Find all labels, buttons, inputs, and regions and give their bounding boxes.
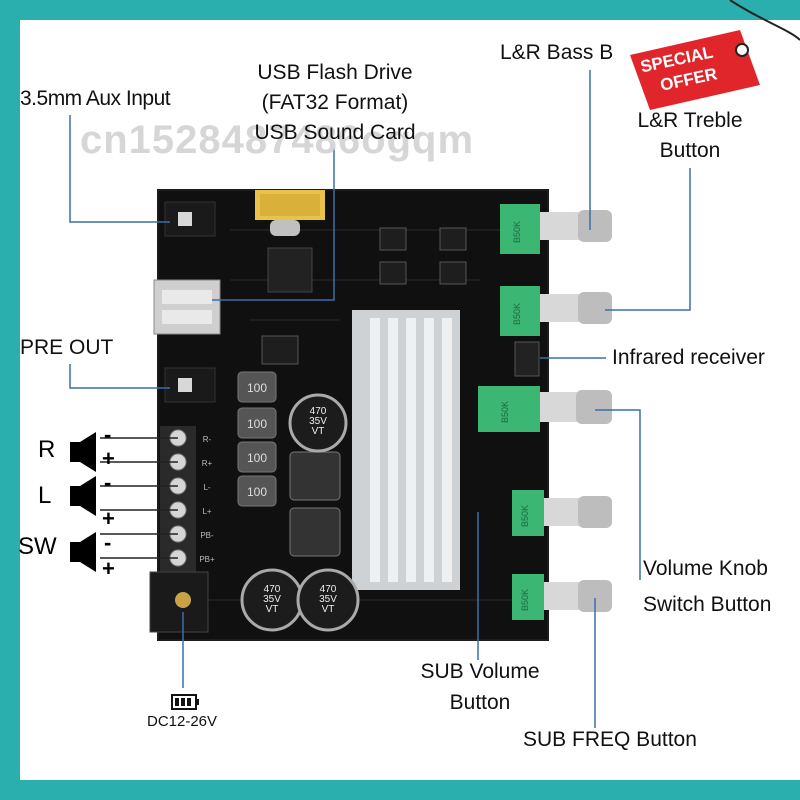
label-usb-flash-drive: USB Flash Drive [257, 61, 413, 84]
inductors [237, 371, 341, 557]
terminal-pin-marking: PB- [200, 531, 214, 540]
callout-lines [69, 70, 691, 728]
pin-l-minus: - [104, 470, 112, 495]
usb-port [153, 279, 221, 335]
channel-left: L [38, 482, 52, 509]
terminal-pin-marking: R+ [202, 459, 213, 468]
capacitors [240, 393, 360, 632]
label-volume-knob: Volume Knob [643, 557, 768, 580]
potentiometers [478, 204, 612, 620]
special-offer-badge [630, 0, 800, 110]
label-switch-button: Switch Button [643, 593, 772, 616]
inductor-marking: 100 [247, 485, 267, 499]
label-infrared-receiver: Infrared receiver [612, 346, 765, 369]
terminal-pin-marking: L+ [202, 507, 211, 516]
speaker-terminals [160, 426, 196, 572]
inductor-marking: 100 [247, 451, 267, 465]
terminal-pin-marking: R- [203, 435, 212, 444]
pot-marking: B50K [500, 401, 510, 423]
watermark-text: cn1528487486ogqm [80, 118, 475, 162]
label-aux-input: 3.5mm Aux Input [20, 87, 171, 110]
pin-l-plus: + [102, 506, 115, 531]
pin-sw-plus: + [102, 556, 115, 581]
battery-icon [171, 694, 199, 710]
capacitor-marking: 470 [320, 584, 337, 595]
ir-receiver [514, 341, 540, 377]
label-sub-volume-line-1: SUB Volume [420, 660, 540, 683]
label-sub-freq: SUB FREQ Button [523, 728, 697, 751]
inductor-marking: 100 [247, 417, 267, 431]
label-bass-button: L&R Bass B [500, 41, 614, 64]
capacitor-marking: 35V [309, 416, 327, 427]
main-chip [267, 247, 313, 293]
capacitor-marking: 35V [263, 594, 281, 605]
crystal [270, 220, 300, 236]
label-usb-format: (FAT32 Format) [261, 91, 409, 114]
capacitor-marking: 470 [264, 584, 281, 595]
label-treble-line-1: L&R Treble [637, 109, 743, 132]
terminal-pin-marking: PB+ [199, 555, 215, 564]
label-power-input: DC12-26V [147, 713, 218, 730]
label-sub-volume-line-2: Button [449, 691, 511, 714]
speaker-icons [70, 432, 96, 572]
capacitor-marking: 35V [319, 594, 337, 605]
pin-r-plus: + [102, 446, 115, 471]
label-pre-out: PRE OUT [20, 336, 114, 359]
capacitor-marking: VT [322, 604, 335, 615]
pot-marking: B50K [512, 221, 522, 243]
pin-r-minus: - [104, 422, 112, 447]
pot-marking: B50K [512, 303, 522, 325]
terminal-pin-marking: L- [203, 483, 210, 492]
label-usb-sound-card: USB Sound Card [254, 121, 416, 144]
pot-marking: B50K [520, 589, 530, 611]
capacitor-marking: VT [312, 426, 325, 437]
pin-sw-minus: - [104, 530, 112, 555]
label-treble-line-2: Button [659, 139, 721, 162]
channel-right: R [38, 436, 56, 463]
capacitor-marking: 470 [310, 406, 327, 417]
channel-sub: SW [18, 533, 57, 560]
heatsink [352, 310, 460, 590]
inductor-marking: 100 [247, 381, 267, 395]
capacitor-marking: VT [266, 604, 279, 615]
pot-marking: B50K [520, 505, 530, 527]
